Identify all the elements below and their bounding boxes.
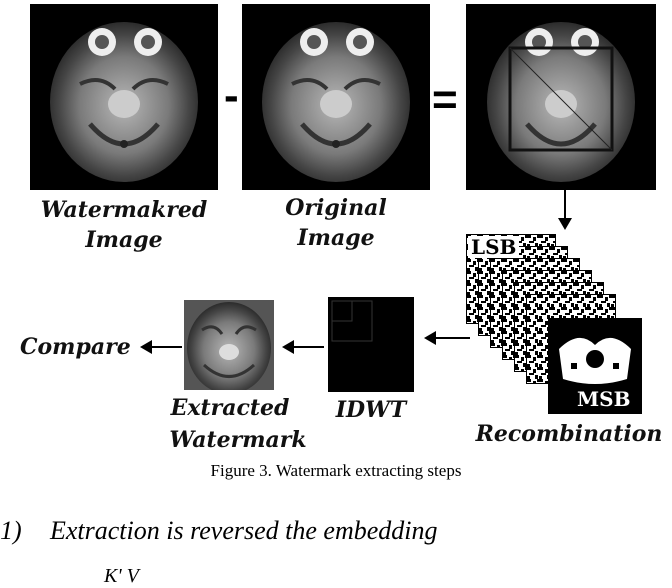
watermarked-label-line2: Image xyxy=(85,227,163,253)
left-arrow-icon xyxy=(282,340,324,354)
recombination-label: Recombination xyxy=(475,421,663,447)
watermarked-label-line1: Watermakred xyxy=(40,197,208,223)
extracted-label-line1: Extracted xyxy=(170,395,290,421)
difference-image xyxy=(466,4,656,190)
idwt-image xyxy=(328,297,414,392)
original-image xyxy=(242,4,430,190)
left-arrow-icon xyxy=(424,331,470,345)
formula-partial: K' V xyxy=(104,565,139,587)
left-arrow-icon xyxy=(140,340,182,354)
equals-operator: = xyxy=(432,75,458,124)
step-text: Extraction is reversed the embedding xyxy=(50,516,438,545)
idwt-label: IDWT xyxy=(335,397,407,423)
figure-caption: Figure 3. Watermark extracting steps xyxy=(210,461,462,480)
msb-label: MSB xyxy=(574,388,634,410)
minus-operator: - xyxy=(224,71,239,120)
down-arrow-icon xyxy=(558,190,572,230)
lsb-label: LSB xyxy=(468,236,520,258)
extracted-watermark-image xyxy=(184,300,274,394)
original-label-line1: Original xyxy=(285,195,387,221)
watermark-region-box xyxy=(508,46,614,152)
watermarked-image xyxy=(30,4,218,190)
extracted-label-line2: Watermark xyxy=(169,427,307,453)
step-number: 1) xyxy=(0,516,22,545)
compare-label: Compare xyxy=(20,334,131,360)
original-label-line2: Image xyxy=(297,225,375,251)
